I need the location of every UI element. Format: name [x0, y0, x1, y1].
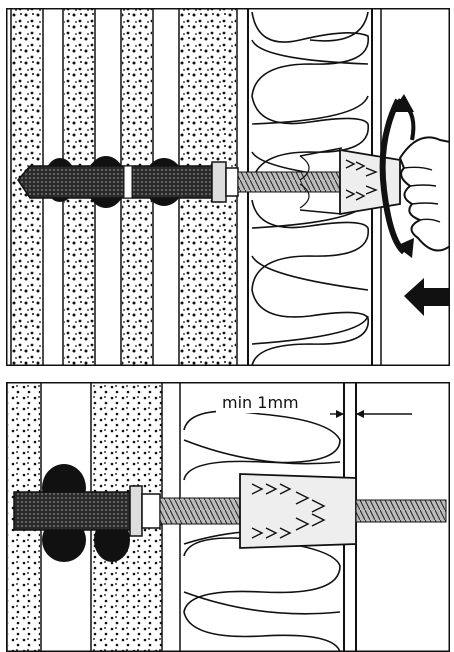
min-gap-dimension: min 1mm [216, 391, 412, 470]
rotate-arrow-icon [379, 94, 416, 258]
push-left-arrow-icon [404, 278, 450, 316]
bottom-panel: min 1mm [6, 382, 450, 652]
hand-icon [398, 136, 450, 252]
top-panel [6, 8, 450, 366]
anchor-assembly-bottom [13, 464, 447, 562]
min-gap-label: min 1mm [222, 393, 299, 412]
